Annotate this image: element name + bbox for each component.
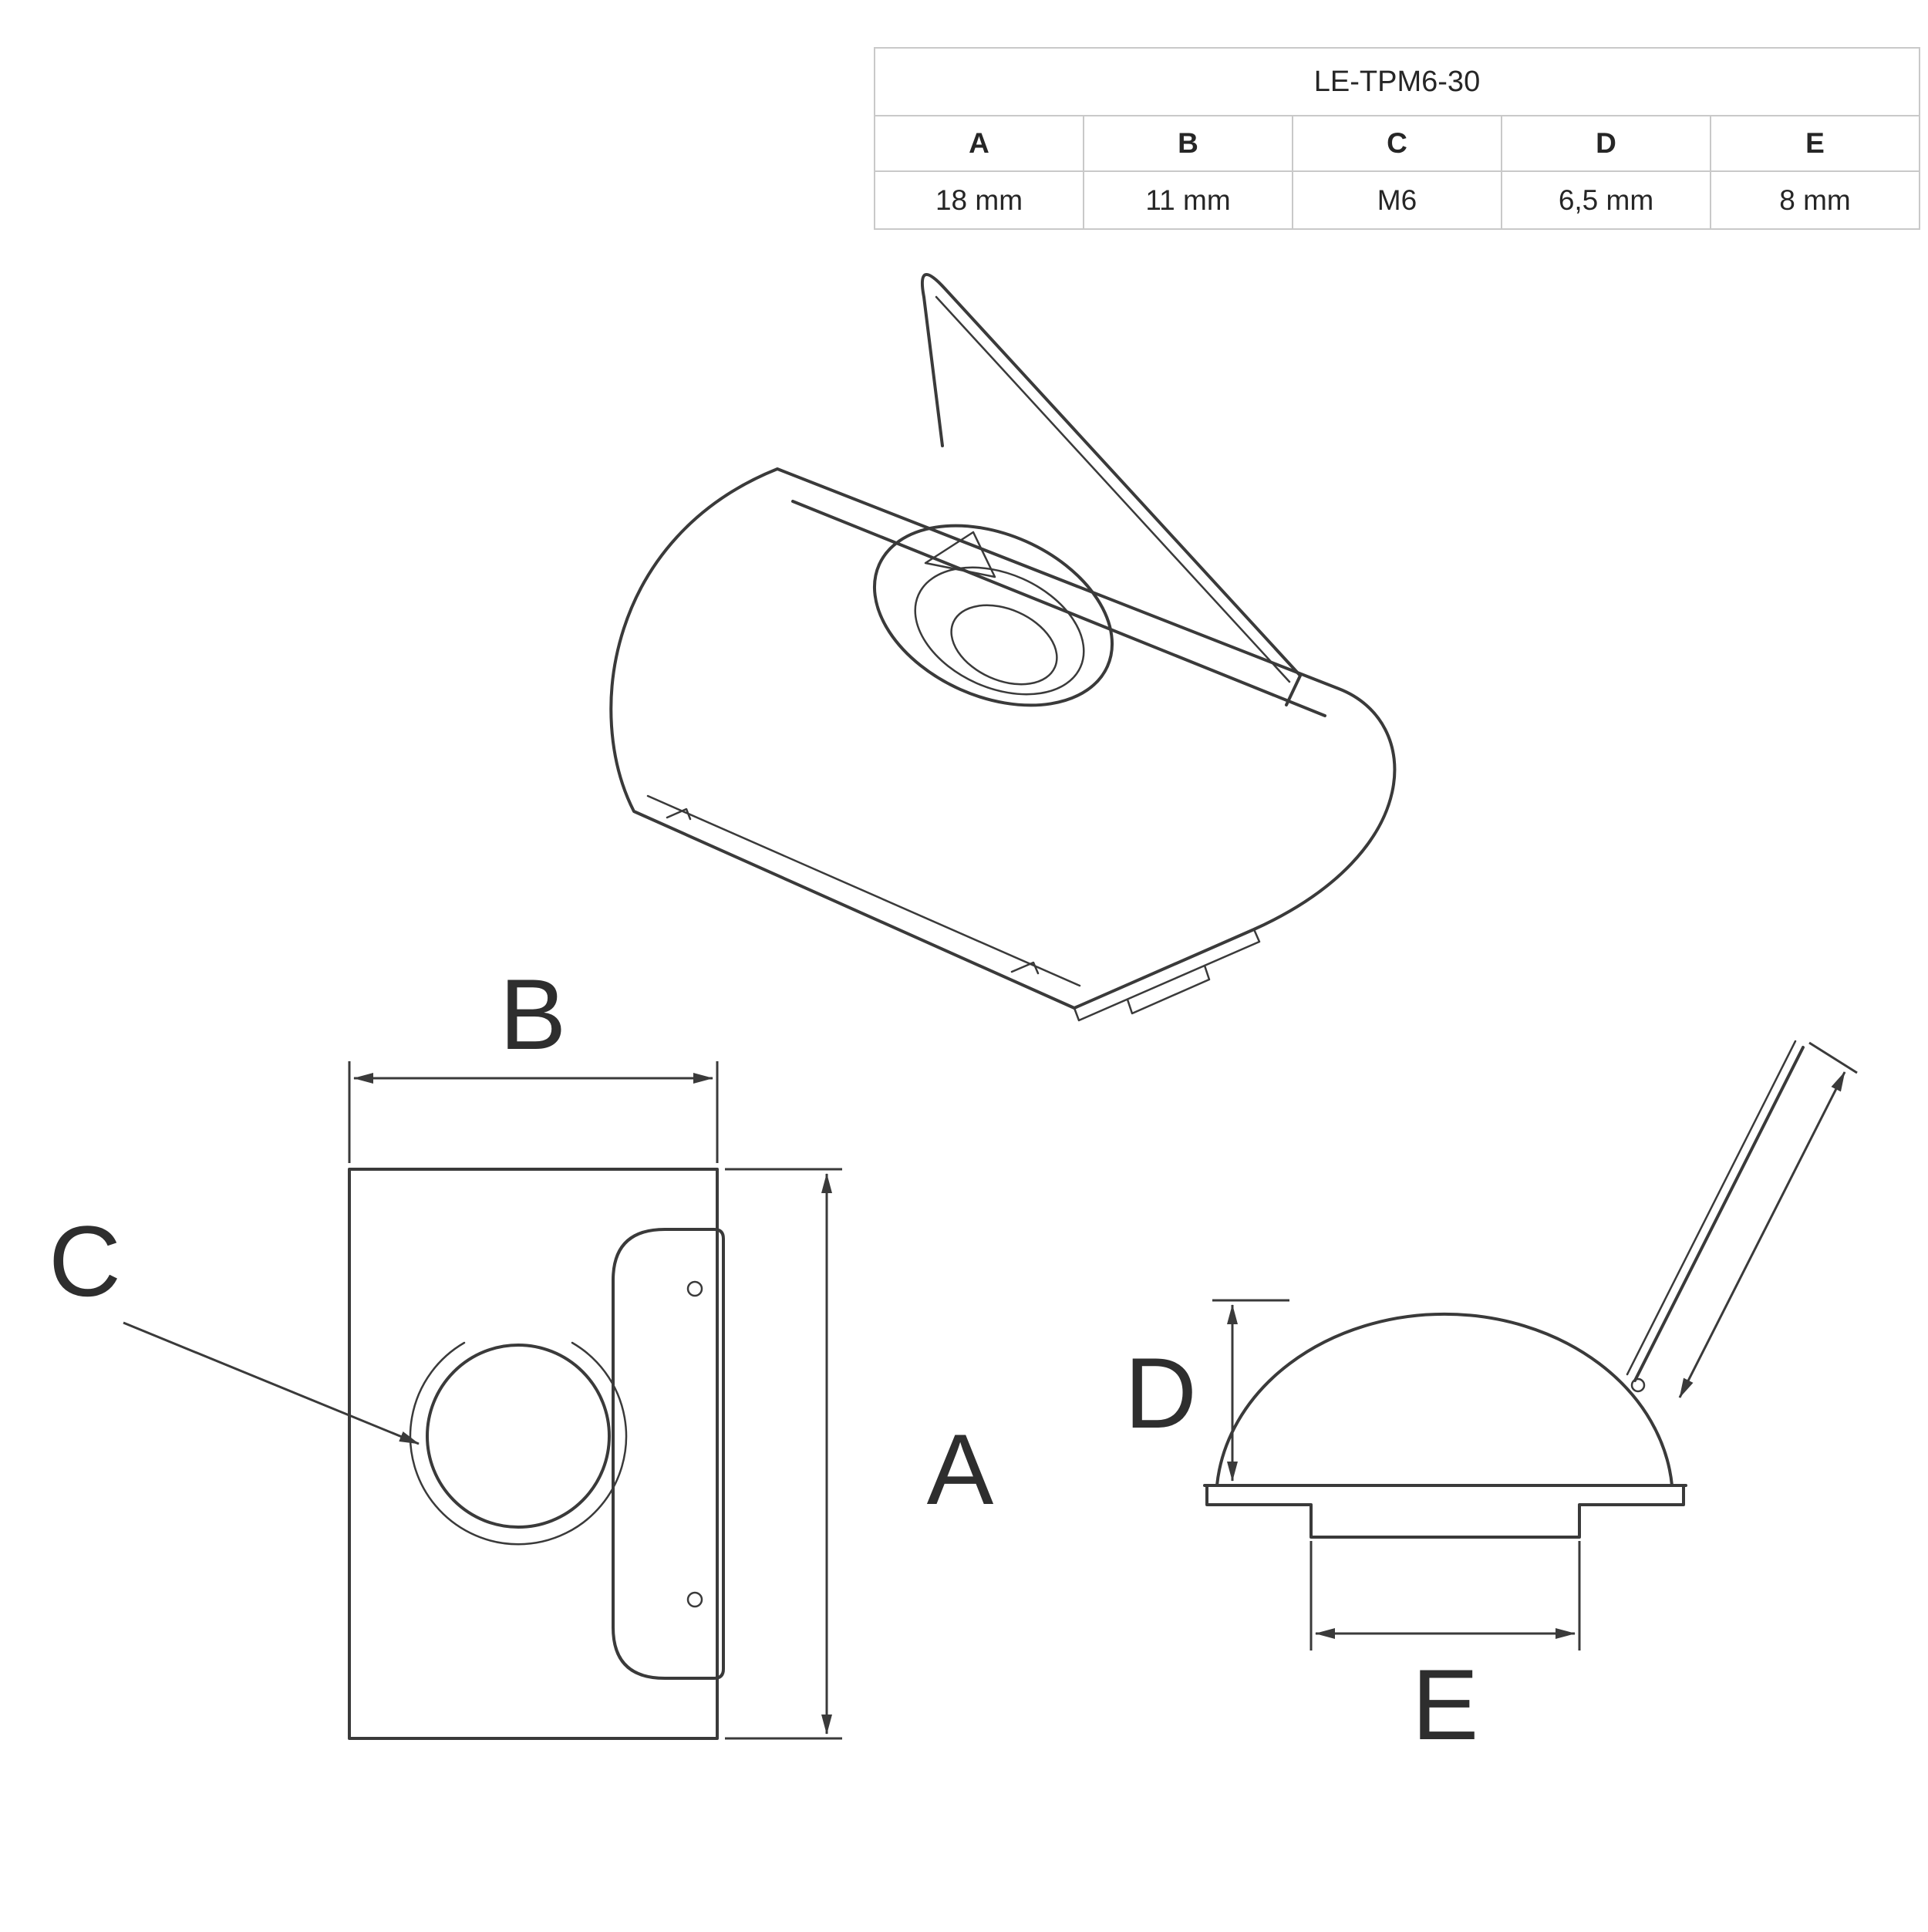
leaf-hinge-dot xyxy=(1630,1377,1646,1393)
thread-hole-front-outer-arc xyxy=(409,1341,628,1546)
value-d: 6,5 mm xyxy=(1501,170,1711,230)
front-view: B A C xyxy=(49,958,994,1740)
col-header-e: E xyxy=(1710,115,1920,172)
nut-body-silhouette xyxy=(609,467,1397,1010)
col-header-c: C xyxy=(1292,115,1502,172)
nut-body-profile xyxy=(612,1228,725,1680)
end-foot-tab xyxy=(1126,964,1211,1015)
spec-table-title-row: LE-TPM6-30 xyxy=(874,47,1920,116)
value-e: 8 mm xyxy=(1710,170,1920,230)
foot-profile xyxy=(1205,1484,1685,1539)
dim-label-d: D xyxy=(1124,1337,1197,1449)
value-b: 11 mm xyxy=(1083,170,1293,230)
spring-leaf-outline xyxy=(920,273,1302,706)
rivet-dimple-bottom xyxy=(686,1591,703,1608)
thread-hole-mid xyxy=(914,566,1085,696)
spec-table-header-row: A B C D E xyxy=(874,115,1920,172)
dim-label-e: E xyxy=(1412,1648,1479,1761)
dim-c-leader-arrow xyxy=(123,1321,420,1445)
thread-hole-inner xyxy=(950,604,1058,686)
col-header-a: A xyxy=(874,115,1084,172)
product-model: LE-TPM6-30 xyxy=(874,47,1920,116)
col-header-b: B xyxy=(1083,115,1293,172)
spring-leaf-thickness-line xyxy=(935,295,1291,683)
dome-profile xyxy=(1215,1312,1674,1487)
bottom-notch-right xyxy=(1010,961,1040,975)
spring-leaf-side-line-2 xyxy=(1626,1040,1797,1376)
flange-edge-line xyxy=(646,794,1081,987)
col-header-d: D xyxy=(1501,115,1711,172)
dome-tangent-line xyxy=(791,500,1326,717)
value-c: M6 xyxy=(1292,170,1502,230)
spec-table-value-row: 18 mm 11 mm M6 6,5 mm 8 mm xyxy=(874,170,1920,230)
bottom-notch-left xyxy=(666,808,692,821)
thread-start-notch xyxy=(924,531,996,578)
thread-hole-outer xyxy=(872,524,1114,707)
thread-hole-front-inner xyxy=(426,1344,611,1529)
leaf-plate-outline xyxy=(348,1168,719,1740)
end-flange-line xyxy=(1073,928,1261,1022)
dim-label-c: C xyxy=(49,1205,121,1317)
dim-label-b: B xyxy=(500,958,567,1071)
isometric-view xyxy=(609,273,1397,1022)
spring-leaf-side-line xyxy=(1633,1046,1805,1382)
dim-label-a: A xyxy=(927,1413,994,1526)
rivet-dimple-top xyxy=(686,1280,703,1297)
spec-table: LE-TPM6-30 A B C D E 18 mm 11 mm M6 6,5 … xyxy=(874,47,1920,230)
value-a: 18 mm xyxy=(874,170,1084,230)
leaf-dim-line xyxy=(1678,1071,1846,1398)
leaf-dim-extension-top xyxy=(1808,1041,1858,1074)
side-view: D E xyxy=(1124,1040,1858,1761)
